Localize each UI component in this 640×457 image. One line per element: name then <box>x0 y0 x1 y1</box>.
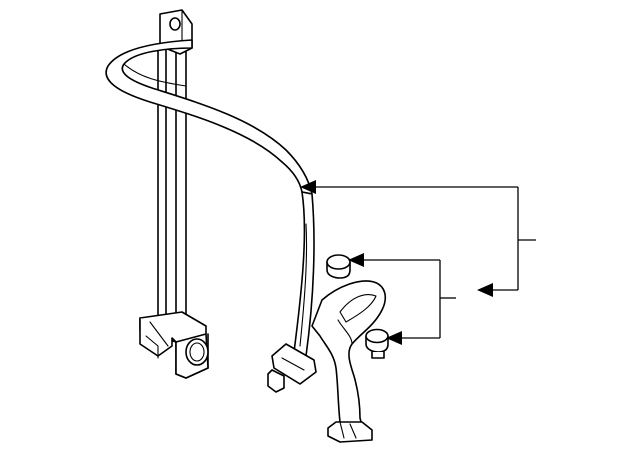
upper-cap <box>326 254 351 279</box>
arrow-to-upper-cap <box>348 253 364 267</box>
belt-webbing-upper <box>105 39 313 195</box>
arrow-to-lower-cap <box>386 331 402 345</box>
retractor <box>139 311 209 379</box>
guide-rail <box>157 45 187 327</box>
latch-tongue <box>267 343 317 393</box>
buckle-anchor <box>311 280 387 443</box>
lower-cap <box>365 328 389 359</box>
arrow-to-buckle <box>477 283 493 297</box>
callout-leaders <box>300 180 536 345</box>
arrow-to-webbing <box>300 180 316 194</box>
belt-webbing-lower <box>293 191 315 357</box>
seat-belt-assembly <box>105 9 317 393</box>
